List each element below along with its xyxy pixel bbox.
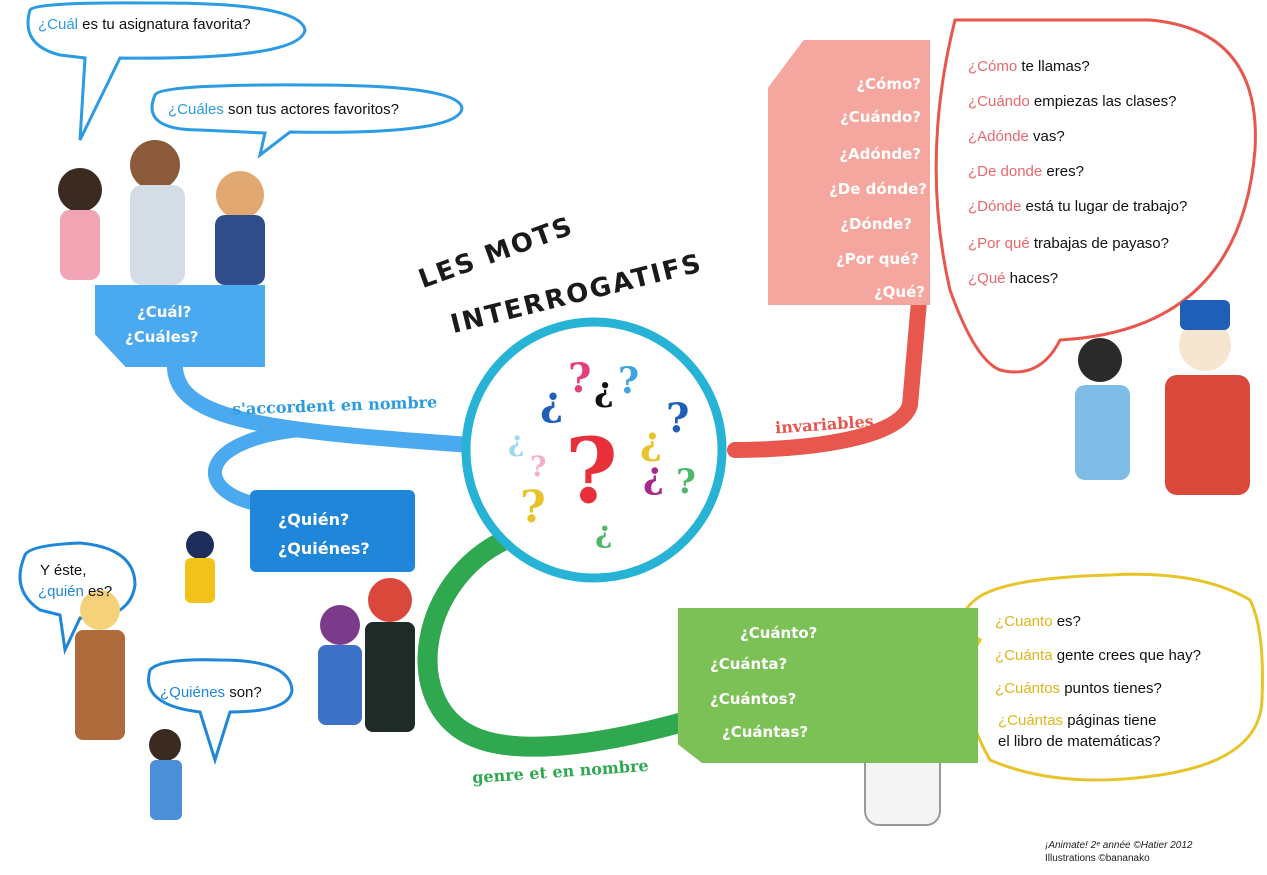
panel-cual-word-1: ¿Cuál? [137,303,192,321]
inv-example-6: ¿Por qué trabajas de payaso? [968,235,1169,252]
center-mark-6: ? [666,395,690,442]
cuanto-example-3-q: ¿Cuántos [995,680,1061,697]
center-mark-13: ¿ [595,515,613,550]
panel-inv-word-3: ¿Adónde? [839,145,921,163]
heroes-illustration [75,531,415,820]
panel-inv-word-5: ¿Dónde? [840,215,912,233]
center-mark-4: ? [618,360,640,402]
center-mark-3: ¿ [594,370,614,410]
inv-example-3: ¿Adónde vas? [968,128,1065,145]
center-mark-10: ¿ [643,455,665,497]
inv-example-3-rest: vas? [1028,128,1065,145]
panel-inv-word-7: ¿Qué? [873,283,925,301]
panel-cual-word-2: ¿Cuáles? [125,328,199,346]
blue-loop [208,423,307,512]
inv-example-4: ¿De donde eres? [968,163,1084,180]
center-mark-8: ? [530,450,547,483]
speech-cuales-qword: ¿Cuáles [168,101,224,118]
center-mark-11: ? [676,462,696,502]
center-mark-12: ? [520,482,546,533]
panel-invariables [768,40,930,305]
inv-example-2-q: ¿Cuándo [968,93,1030,110]
inv-example-2: ¿Cuándo empiezas las clases? [968,93,1176,110]
cuanto-example-1-rest: es? [1052,613,1081,630]
panel-quien-word-2: ¿Quiénes? [278,539,370,558]
inv-example-4-rest: eres? [1042,163,1084,180]
cuanto-example-4-line2: el libro de matemáticas? [998,733,1161,750]
center-mark-2: ? [568,355,592,402]
red-branch [727,282,928,458]
green-branch [417,530,700,757]
cuanto-example-3: ¿Cuántos puntos tienes? [995,680,1162,697]
speech-quienes-rest: son? [225,684,262,701]
center-mark-9: ? [565,418,618,524]
students-illustration [58,140,265,285]
inv-example-5: ¿Dónde está tu lugar de trabajo? [968,198,1187,215]
speech-bubble-quien [18,541,137,656]
inv-example-7-q: ¿Qué [968,270,1006,287]
panel-cuanto-word-2: ¿Cuánta? [710,655,788,673]
blue-branch [166,352,478,453]
inv-example-5-rest: está tu lugar de trabajo? [1021,198,1188,215]
cuanto-example-4-rest: páginas tiene [1063,712,1157,729]
credit-line-1: ¡Animate! 2ᵉ année ©Hatier 2012 [1045,840,1193,851]
cuanto-example-4-q: ¿Cuántas [998,712,1064,729]
inv-example-5-q: ¿Dónde [968,198,1022,215]
panel-quien-word-1: ¿Quién? [278,510,350,529]
speech-bubble-invariables [934,18,1257,374]
panel-cuanto-word-1: ¿Cuánto? [740,624,818,642]
speech-bubble-cuales [150,83,464,159]
panel-inv-word-1: ¿Cómo? [856,75,921,93]
speech-quien-text: ¿quién es? [38,583,112,600]
inv-example-4-q: ¿De donde [968,163,1043,180]
inv-example-7-rest: haces? [1005,270,1059,287]
speech-cual-rest: es tu asignatura favorita? [78,16,251,33]
cuanto-example-4: ¿Cuántas páginas tiene [998,712,1156,729]
panel-cuanto [678,608,978,763]
speech-quienes-text: ¿Quiénes son? [160,684,262,701]
inv-example-1-q: ¿Cómo [968,58,1018,75]
center-mark-7: ¿ [508,425,525,458]
speech-bubble-quienes [147,658,294,766]
panel-inv-word-4: ¿De dónde? [829,180,927,198]
inv-example-6-q: ¿Por qué [968,235,1030,252]
speech-quienes-qword: ¿Quiénes [160,684,226,701]
panel-inv-word-2: ¿Cuándo? [840,108,921,126]
center-circle [461,317,727,583]
panel-cual [95,285,265,367]
speech-quien-pre: Y éste, [40,562,87,579]
inv-example-2-rest: empiezas las clases? [1029,93,1177,110]
interview-illustration [1075,300,1250,495]
panel-cuanto-word-3: ¿Cuántos? [710,690,797,708]
speech-cuales-rest: son tus actores favoritos? [223,101,399,118]
cuanto-example-2: ¿Cuánta gente crees que hay? [995,647,1201,664]
panel-cuanto-word-4: ¿Cuántas? [722,723,809,741]
inv-example-1-rest: te llamas? [1017,58,1090,75]
panel-quien [250,490,415,572]
speech-quien-rest: es? [83,583,113,600]
cuanto-example-1-q: ¿Cuanto [995,613,1053,630]
speech-cual-text: ¿Cuál es tu asignatura favorita? [38,16,251,33]
center-mark-1: ¿ [540,378,564,425]
speech-bubble-cual [26,1,307,141]
inv-example-3-q: ¿Adónde [968,128,1029,145]
inv-example-1: ¿Cómo te llamas? [968,58,1090,75]
speech-cuales-text: ¿Cuáles son tus actores favoritos? [168,101,399,118]
center-mark-5: ¿ [640,418,663,463]
speech-cual-qword: ¿Cuál [38,16,79,33]
cuanto-example-2-rest: gente crees que hay? [1052,647,1201,664]
cuanto-example-3-rest: puntos tienes? [1060,680,1162,697]
credit-line-2: Illustrations ©bananako [1045,853,1150,864]
speech-quien-qword: ¿quién [38,583,84,600]
cuanto-example-1: ¿Cuanto es? [995,613,1081,630]
panel-inv-word-6: ¿Por qué? [836,250,919,268]
inv-example-6-rest: trabajas de payaso? [1029,235,1169,252]
cuanto-example-2-q: ¿Cuánta [995,647,1053,664]
inv-example-7: ¿Qué haces? [968,270,1058,287]
